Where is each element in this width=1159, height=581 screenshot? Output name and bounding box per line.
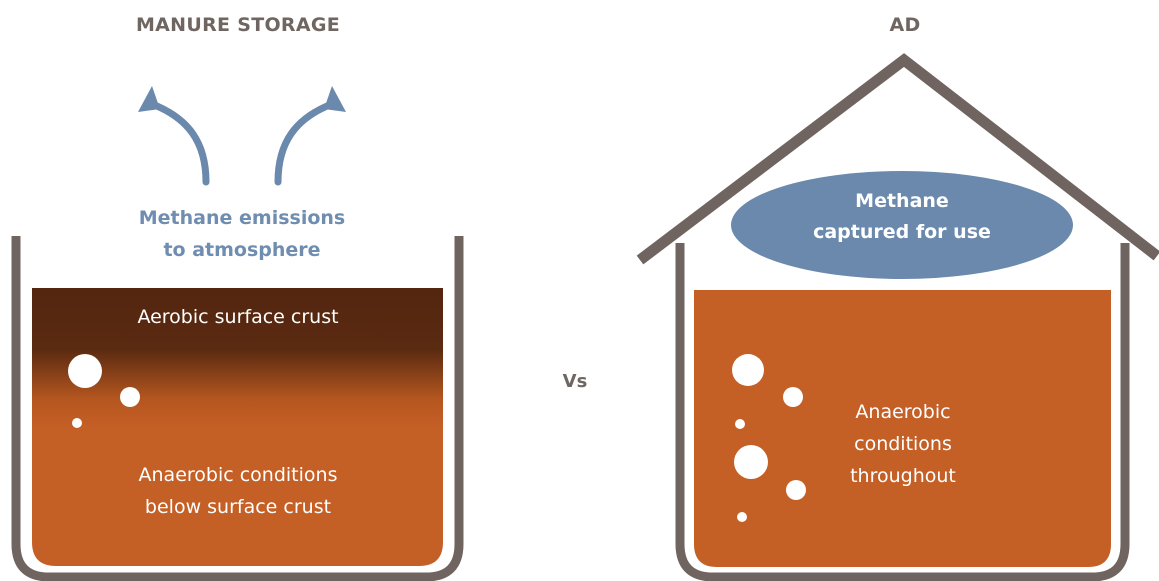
right-emission-arrow [274, 100, 336, 186]
anaerobic-throughout-label: Anaerobic conditions throughout [803, 396, 1003, 492]
anaerobic-right-line2: conditions [854, 433, 952, 455]
bubble [737, 512, 747, 522]
right-emission-arrowhead [324, 86, 346, 112]
bubble [786, 480, 806, 500]
right-container-wall [675, 243, 1130, 581]
left-slurry-body [32, 288, 443, 566]
left-container-wall [11, 236, 464, 581]
methane-captured-line2: captured for use [813, 221, 991, 243]
left-emission-arrow [148, 100, 210, 186]
anaerobic-right-line3: throughout [850, 465, 956, 487]
methane-emissions-line2: to atmosphere [163, 239, 321, 261]
manure-storage-title: MANURE STORAGE [135, 14, 341, 36]
methane-emissions-line1: Methane emissions [138, 207, 346, 229]
bubble [735, 419, 745, 429]
anaerobic-below-crust-label: Anaerobic conditions below surface crust [88, 459, 388, 523]
anaerobic-left-line1: Anaerobic conditions [138, 464, 338, 486]
left-emission-arrowhead [138, 86, 160, 112]
bubble [783, 387, 803, 407]
vs-label: Vs [562, 371, 588, 392]
bubble [68, 354, 102, 388]
aerobic-crust-label: Aerobic surface crust [137, 306, 339, 328]
bubble [72, 418, 82, 428]
methane-captured-line1: Methane [855, 190, 949, 212]
ad-title: AD [889, 14, 921, 36]
anaerobic-right-line1: Anaerobic [855, 401, 951, 423]
bubble [734, 445, 768, 479]
bubble [732, 354, 764, 386]
methane-captured-label: Methane captured for use [752, 186, 1052, 248]
anaerobic-left-line2: below surface crust [144, 496, 332, 518]
methane-capture-ellipse [731, 171, 1073, 279]
bubble [120, 387, 140, 407]
digester-roof [636, 53, 1159, 265]
methane-emissions-label: Methane emissions to atmosphere [92, 202, 392, 266]
